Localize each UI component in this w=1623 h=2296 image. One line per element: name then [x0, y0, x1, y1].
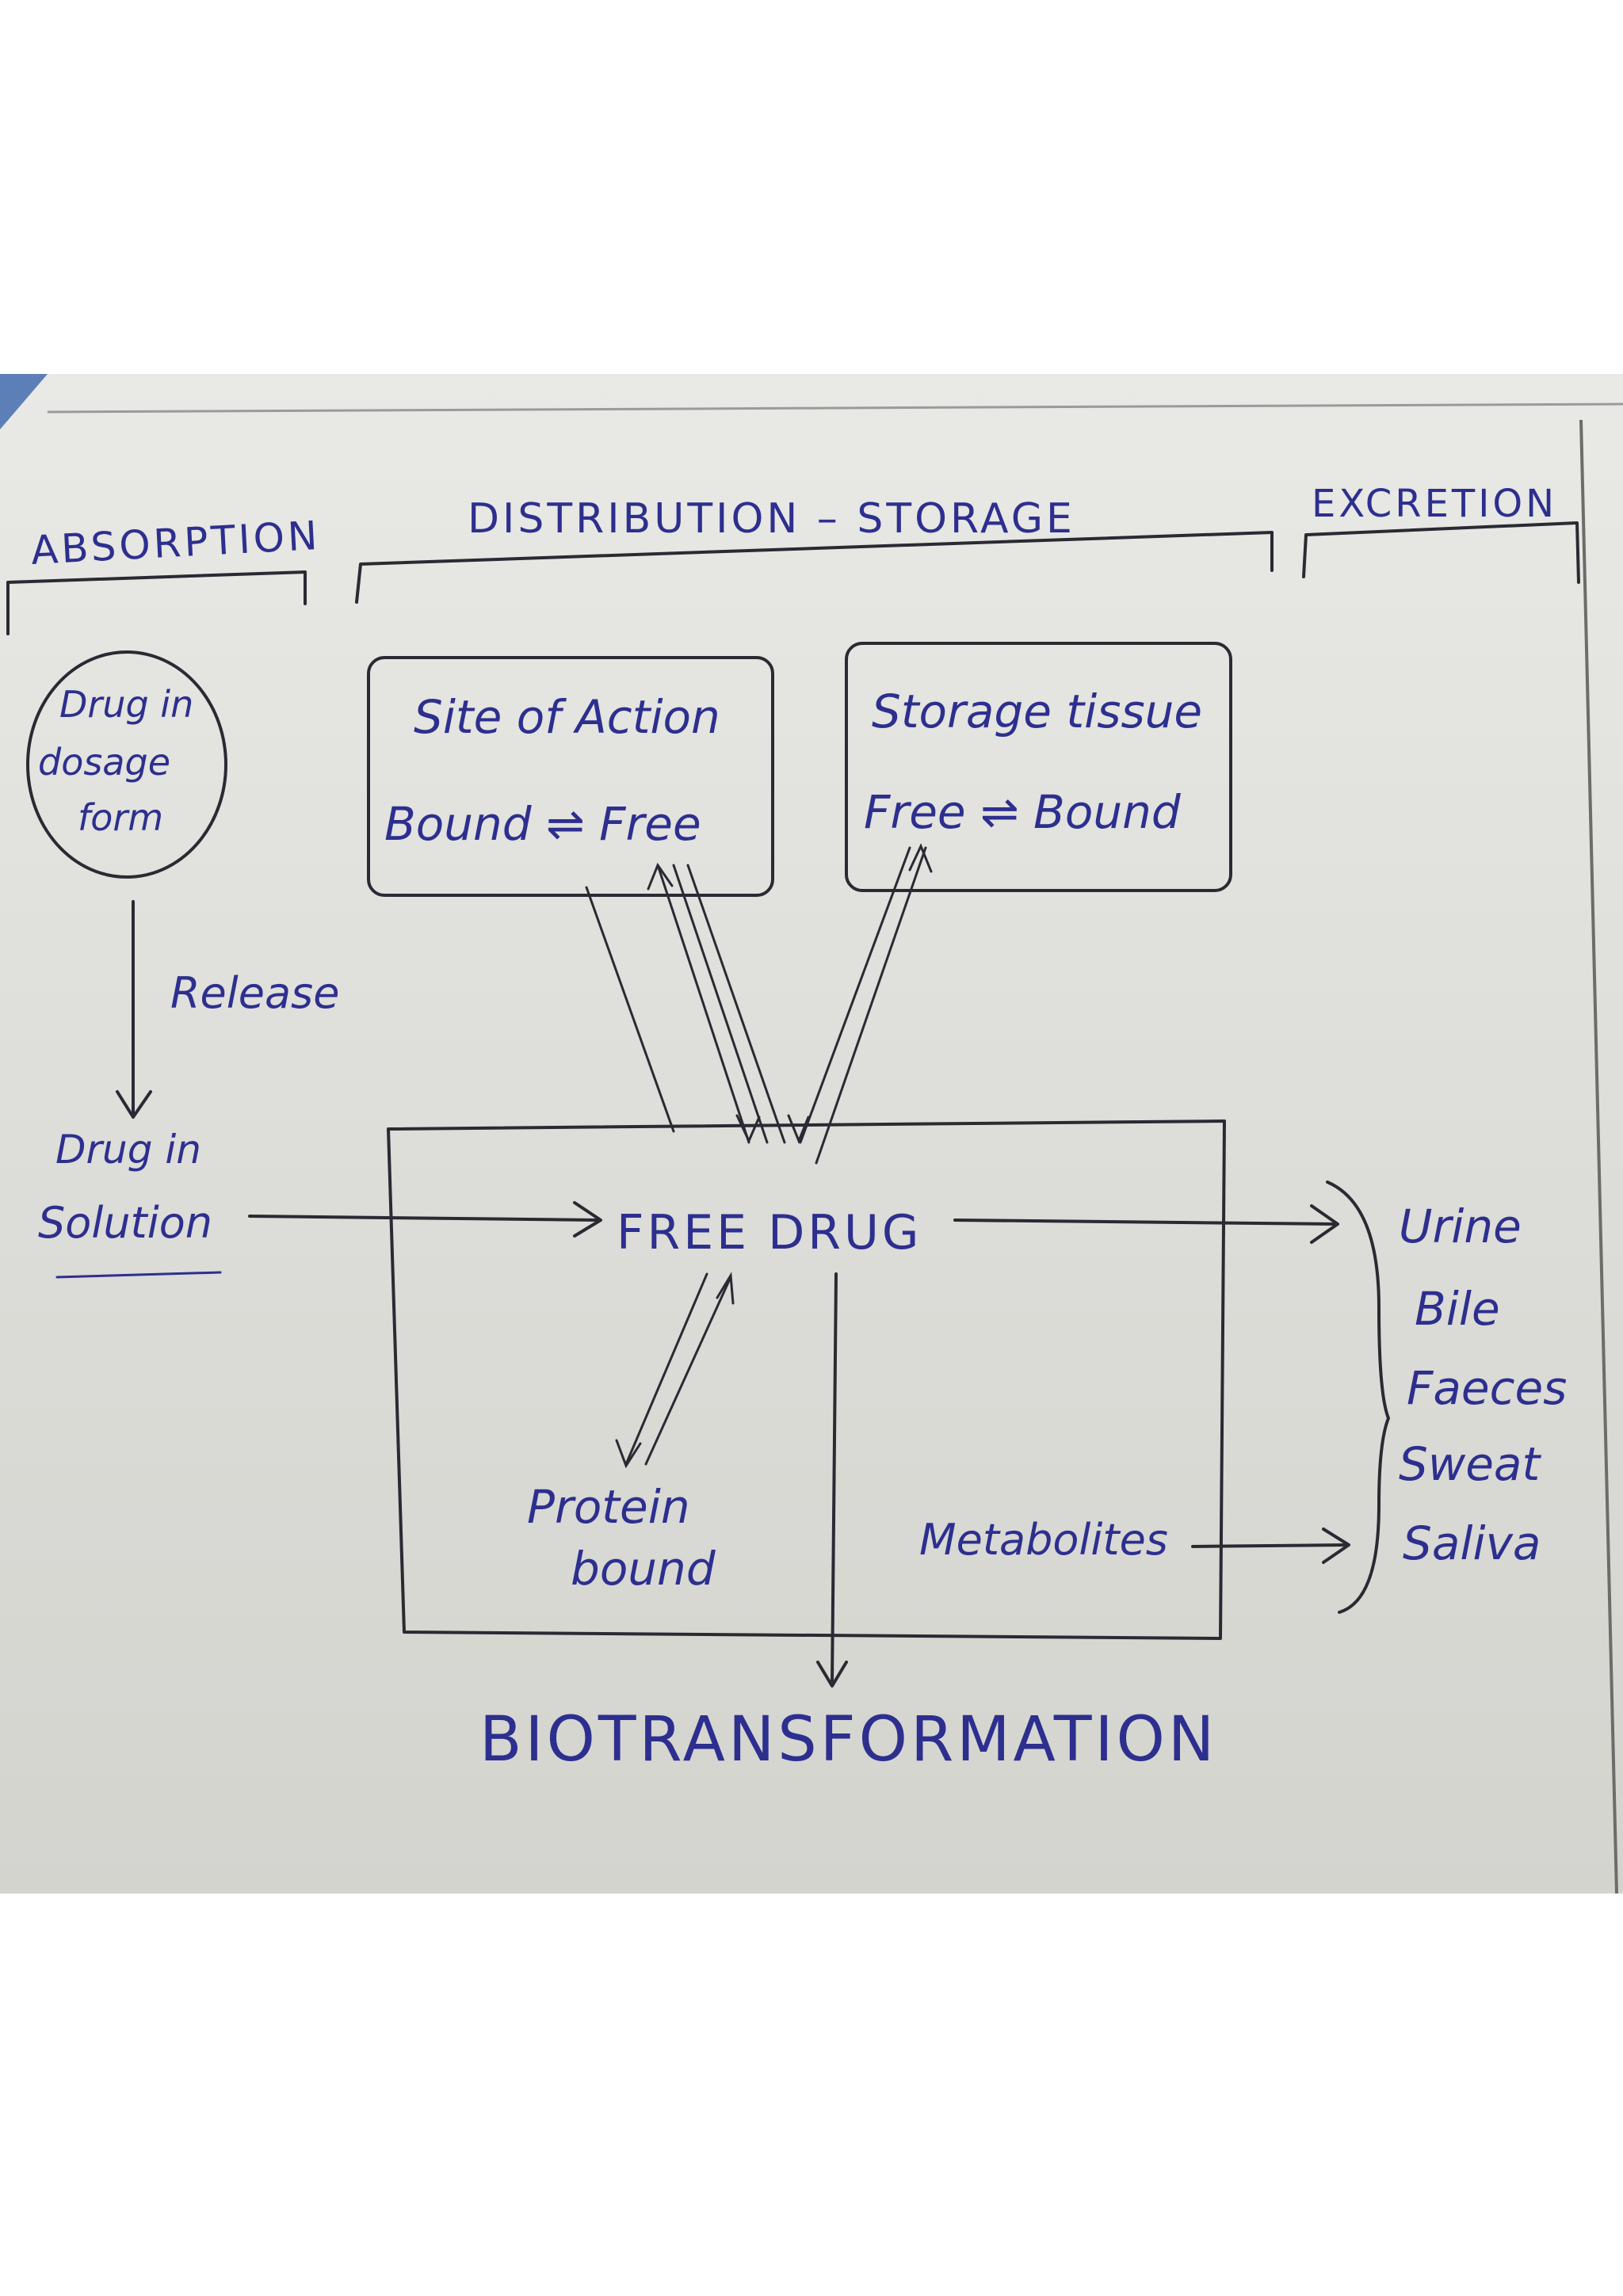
- dosage-form-line2: dosage: [38, 741, 170, 784]
- page-top-rule: [47, 402, 1623, 414]
- notebook-paper: [0, 374, 1623, 1894]
- site-of-action-box: [367, 656, 774, 897]
- solution-line2: Solution: [38, 1198, 212, 1248]
- dosage-form-circle: [26, 650, 227, 879]
- site-of-action-equilibrium: Bound ⇌ Free: [384, 797, 701, 851]
- metabolites-label: Metabolites: [919, 1515, 1168, 1565]
- site-to-drug-line-3: [672, 864, 769, 1144]
- site-to-drug-line-1: [585, 886, 675, 1133]
- central-compartment-box: [387, 1119, 1226, 1640]
- excretion-brace: [1326, 1180, 1390, 1614]
- bracket-excretion: [1302, 521, 1580, 584]
- site-arrow-head: [647, 862, 674, 891]
- storage-tissue-box: [845, 642, 1232, 892]
- solution-underline: [55, 1271, 222, 1279]
- drug-to-biotransformation-line: [831, 1272, 838, 1685]
- storage-arrow-head: [908, 843, 933, 873]
- excretion-bile: Bile: [1415, 1282, 1500, 1336]
- free-drug-label: FREE DRUG: [617, 1205, 922, 1261]
- site-of-action-title: Site of Action: [414, 690, 720, 744]
- protein-bound-line2: bound: [571, 1542, 716, 1596]
- storage-to-drug-line-2: [815, 846, 927, 1165]
- drug-arrow-head-up: [716, 1272, 735, 1305]
- metabolites-arrow-head: [1322, 1527, 1350, 1564]
- excretion-faeces: Faeces: [1407, 1361, 1567, 1415]
- storage-tissue-equilibrium: Free ⇌ Bound: [864, 785, 1182, 839]
- solution-to-drug-arrow: [248, 1215, 600, 1222]
- biotransformation-label: BIOTRANSFORMATION: [479, 1704, 1217, 1775]
- page-right-edge: [1579, 419, 1618, 1894]
- storage-to-drug-line-1: [799, 846, 911, 1144]
- metabolites-to-excretion-arrow: [1191, 1543, 1349, 1548]
- drug-protein-line-1: [624, 1272, 708, 1466]
- drug-to-excretion-arrow: [953, 1219, 1337, 1226]
- header-excretion: EXCRETION: [1312, 482, 1557, 526]
- solution-line1: Drug in: [55, 1127, 201, 1173]
- drug-to-excretion-arrow-head: [1310, 1204, 1339, 1244]
- excretion-saliva: Saliva: [1403, 1516, 1541, 1570]
- bracket-absorption: [6, 570, 307, 635]
- drug-protein-line-2: [644, 1276, 732, 1466]
- drug-arrow-head-b: [787, 1114, 810, 1145]
- header-distribution-storage: DISTRIBUTION – STORAGE: [468, 495, 1075, 543]
- release-label: Release: [170, 968, 339, 1018]
- header-absorption: ABSORPTION: [30, 513, 322, 574]
- protein-arrow-head: [615, 1439, 642, 1469]
- solution-to-drug-arrow-head: [573, 1201, 602, 1238]
- dosage-form-line1: Drug in: [59, 683, 193, 726]
- site-to-drug-line-4: [686, 864, 786, 1144]
- protein-bound-line1: Protein: [527, 1480, 690, 1534]
- excretion-sweat: Sweat: [1399, 1437, 1541, 1491]
- bracket-distribution: [355, 531, 1274, 604]
- storage-tissue-title: Storage tissue: [872, 685, 1202, 738]
- biotransformation-arrow-head: [816, 1661, 848, 1688]
- dosage-form-line3: form: [78, 796, 163, 839]
- excretion-urine: Urine: [1399, 1199, 1522, 1253]
- site-to-drug-line-2: [656, 864, 750, 1144]
- drug-arrow-head-a: [735, 1114, 761, 1144]
- release-arrow-head: [116, 1090, 152, 1119]
